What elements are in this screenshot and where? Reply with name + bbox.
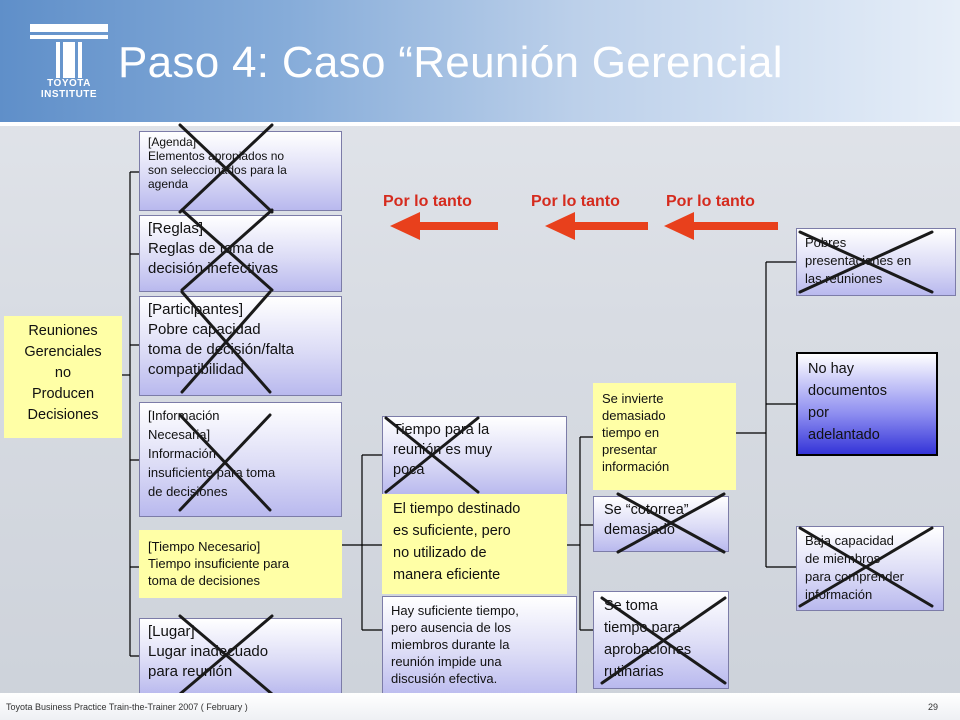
level3-box-presentar-info: Se invierte demasiado tiempo en presenta… bbox=[593, 383, 736, 490]
logo-line-1: TOYOTA bbox=[47, 78, 91, 89]
cross-out-icon bbox=[178, 123, 274, 214]
cross-out-icon bbox=[384, 416, 480, 494]
toyota-institute-logo-icon bbox=[30, 24, 108, 78]
root-effect-label: Reuniones Gerenciales no Producen Decisi… bbox=[24, 323, 102, 423]
cross-out-icon bbox=[798, 526, 934, 608]
left-arrow-icon bbox=[545, 212, 648, 240]
footer-bar bbox=[0, 693, 960, 720]
cause-box-informacion: [Información Necesaria] Información insu… bbox=[139, 402, 342, 517]
level2-box-no-eficiente: El tiempo destinado es suficiente, pero … bbox=[382, 494, 567, 594]
cause-box-agenda: [Agenda] Elementos apropiados no son sel… bbox=[139, 131, 342, 211]
cross-out-icon bbox=[178, 413, 272, 512]
footer-text: Toyota Business Practice Train-the-Train… bbox=[6, 702, 248, 712]
logo-wordmark: TOYOTA INSTITUTE bbox=[26, 78, 112, 100]
header-divider bbox=[0, 122, 960, 126]
level2-label: Hay suficiente tiempo, pero ausencia de … bbox=[391, 603, 519, 686]
arrow-label-2: Por lo tanto bbox=[531, 193, 620, 210]
cross-out-icon bbox=[180, 290, 272, 394]
page-number: 29 bbox=[928, 702, 939, 712]
level2-label: El tiempo destinado es suficiente, pero … bbox=[393, 501, 521, 583]
arrow-label-3: Por lo tanto bbox=[666, 193, 755, 210]
level4-box-no-documentos: No hay documentos por adelantado bbox=[796, 352, 938, 456]
cause-box-lugar: [Lugar] Lugar inadecuado para reunión bbox=[139, 618, 342, 696]
cross-out-icon bbox=[616, 492, 726, 554]
left-arrow-icon bbox=[664, 212, 778, 240]
cause-label: [Información Necesaria] Información insu… bbox=[148, 408, 276, 499]
header-band bbox=[0, 0, 960, 122]
level3-label: Se invierte demasiado tiempo en presenta… bbox=[602, 391, 670, 474]
logo-line-2: INSTITUTE bbox=[40, 89, 98, 100]
cross-out-icon bbox=[798, 230, 934, 294]
level4-label: No hay documentos por adelantado bbox=[808, 361, 887, 443]
cause-label: [Tiempo Necesario] Tiempo insuficiente p… bbox=[148, 539, 290, 588]
cause-box-tiempo-necesario: [Tiempo Necesario] Tiempo insuficiente p… bbox=[139, 530, 342, 598]
left-arrow-icon bbox=[390, 212, 498, 240]
arrow-label-1: Por lo tanto bbox=[383, 193, 472, 210]
root-effect-box: Reuniones Gerenciales no Producen Decisi… bbox=[4, 316, 122, 438]
level2-box-ausencia: Hay suficiente tiempo, pero ausencia de … bbox=[382, 596, 577, 700]
page-title: Paso 4: Caso “Reunión Gerencial bbox=[118, 38, 783, 87]
cross-out-icon bbox=[180, 208, 274, 292]
cross-out-icon bbox=[178, 614, 274, 696]
cross-out-icon bbox=[600, 596, 727, 685]
